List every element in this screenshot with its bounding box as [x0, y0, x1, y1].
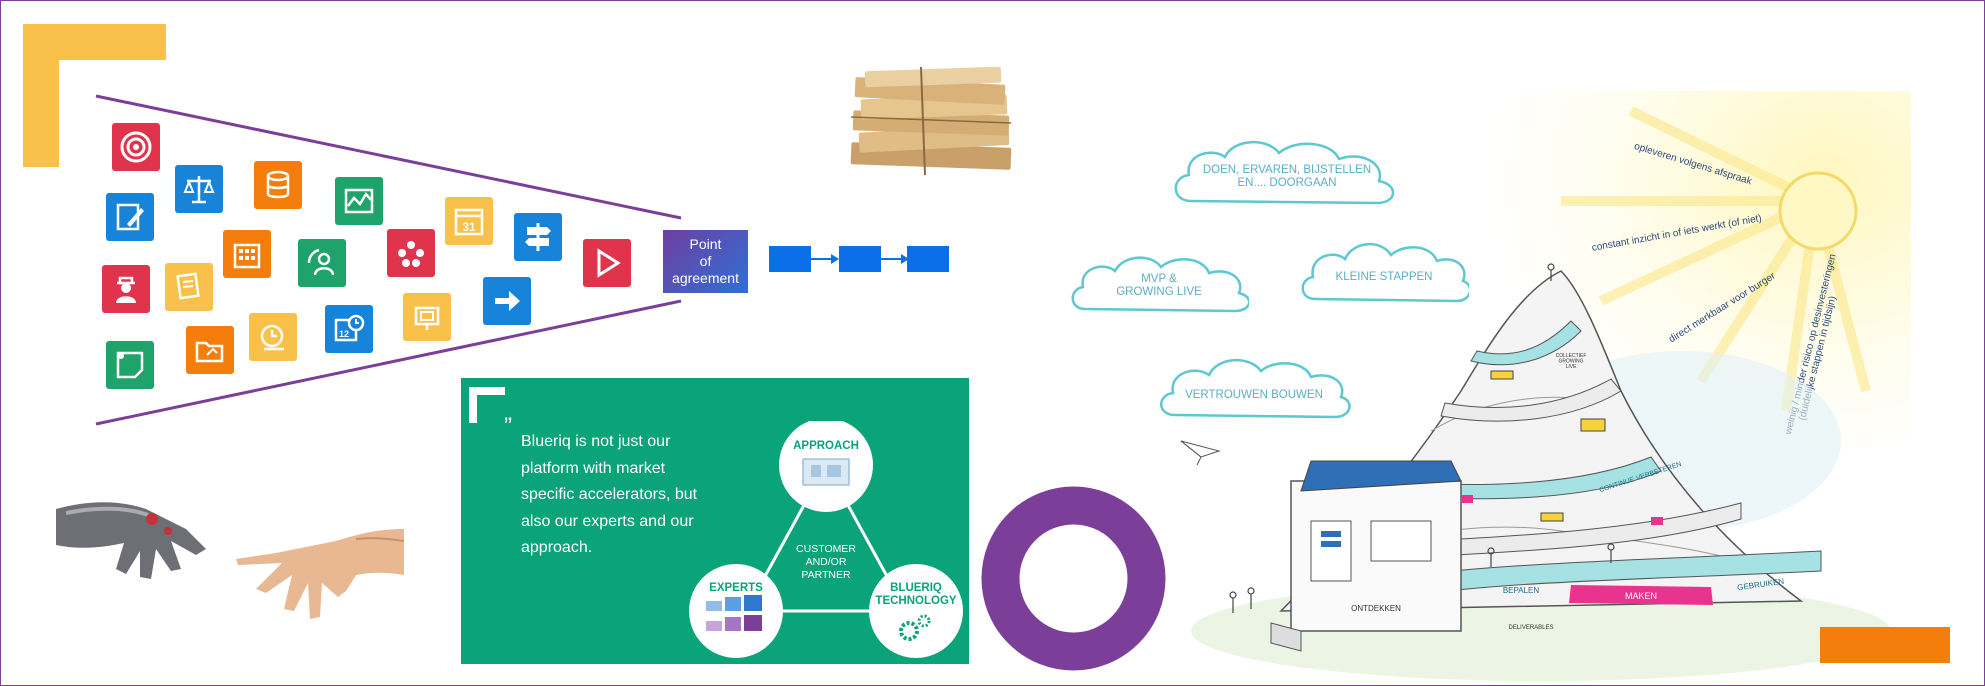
quote-text: Blueriq is not just our platform with ma…: [521, 433, 698, 556]
cloud-vertrouwen: [1160, 358, 1351, 419]
purple-ring: [981, 486, 1166, 671]
point-of-agreement-label: Point of agreement: [672, 236, 739, 286]
center-label-1: CUSTOMER: [796, 543, 856, 555]
flow-step-2: [839, 246, 881, 272]
maken-label: MAKEN: [1625, 591, 1657, 601]
cloud-mvp: [1071, 256, 1249, 313]
cloud-doen-text: DOEN, ERVAREN, BIJSTELLEN EN.... DOORGAA…: [1202, 164, 1372, 189]
bepalen-label: BEPALEN: [1503, 586, 1540, 595]
technology-label-1: BLUERIQ: [890, 582, 942, 594]
flow-step-1: [769, 246, 811, 272]
flow-step-3: [907, 246, 949, 272]
experts-label: EXPERTS: [709, 582, 763, 594]
center-label-3: PARTNER: [801, 569, 851, 581]
notes-icon: [165, 263, 213, 311]
ontdekken-label: ONTDEKKEN: [1351, 604, 1401, 613]
people-figures: [1229, 263, 1615, 613]
funnel-lines: [95, 94, 682, 426]
point-of-agreement-box: Point of agreement: [663, 230, 748, 293]
technology-node: BLUERIQ TECHNOLOGY: [869, 564, 963, 658]
flow-arrow-2: [881, 254, 909, 264]
approach-node: APPROACH: [779, 421, 873, 512]
experts-node: EXPERTS: [689, 564, 783, 658]
map-icon: [335, 177, 383, 225]
robot-human-hands-image: [56, 502, 404, 619]
play-icon: [583, 239, 631, 287]
sun-icon: [1778, 171, 1858, 251]
quote-mark: ”: [504, 413, 512, 440]
clock-document-icon: [249, 313, 297, 361]
people-network-icon: [387, 229, 435, 277]
building-icon: [223, 230, 271, 278]
presentation-icon: [403, 293, 451, 341]
white-corner-bracket: [469, 387, 505, 423]
center-label-2: AND/OR: [806, 556, 847, 568]
technology-label-2: TECHNOLOGY: [875, 595, 956, 607]
paper-stack-image: [850, 67, 1012, 175]
paper-plane-icon: [1180, 440, 1221, 458]
tech-house: [1270, 460, 1462, 652]
cloud-mvp-text: MVP & GROWING LIVE: [1116, 273, 1202, 298]
scale-icon: [175, 165, 223, 213]
triangle-diagram: APPROACH EXPERTS BLUERIQ TECHNOLOGY CUST…: [689, 421, 963, 658]
edit-document-icon: [106, 193, 154, 241]
yellow-corner-bracket: [23, 24, 166, 167]
cloud-kleine-text: KLEINE STAPPEN: [1335, 271, 1433, 283]
svg-text:31: 31: [462, 220, 476, 234]
folder-icon: [186, 326, 234, 374]
database-icon: [254, 161, 302, 209]
target-icon: [112, 123, 160, 171]
user-refresh-icon: [298, 239, 346, 287]
mountain-illustration: MAKEN GEBRUIKEN BEPALEN CONTINUE VERBETE…: [1180, 263, 1891, 681]
sticky-note-icon: [106, 341, 154, 389]
signs: [1461, 370, 1663, 525]
orange-accent-block: [1820, 627, 1950, 663]
gears-icon: [899, 614, 931, 641]
deliverables-label: DELIVERABLES: [1508, 625, 1553, 631]
calendar-icon: 31: [445, 197, 493, 245]
flow-arrow-1: [811, 254, 839, 264]
cloud-kleine: [1301, 242, 1469, 303]
signpost-icon: [514, 213, 562, 261]
calendar-clock-icon: 12: [325, 305, 373, 353]
arrow-right-icon: [483, 277, 531, 325]
svg-text:12: 12: [339, 329, 349, 339]
person-hat-icon: [102, 265, 150, 313]
cloud-vertrouwen-text: VERTROUWEN BOUWEN: [1185, 389, 1323, 401]
cloud-doen: [1174, 140, 1395, 205]
approach-label: APPROACH: [793, 440, 859, 452]
